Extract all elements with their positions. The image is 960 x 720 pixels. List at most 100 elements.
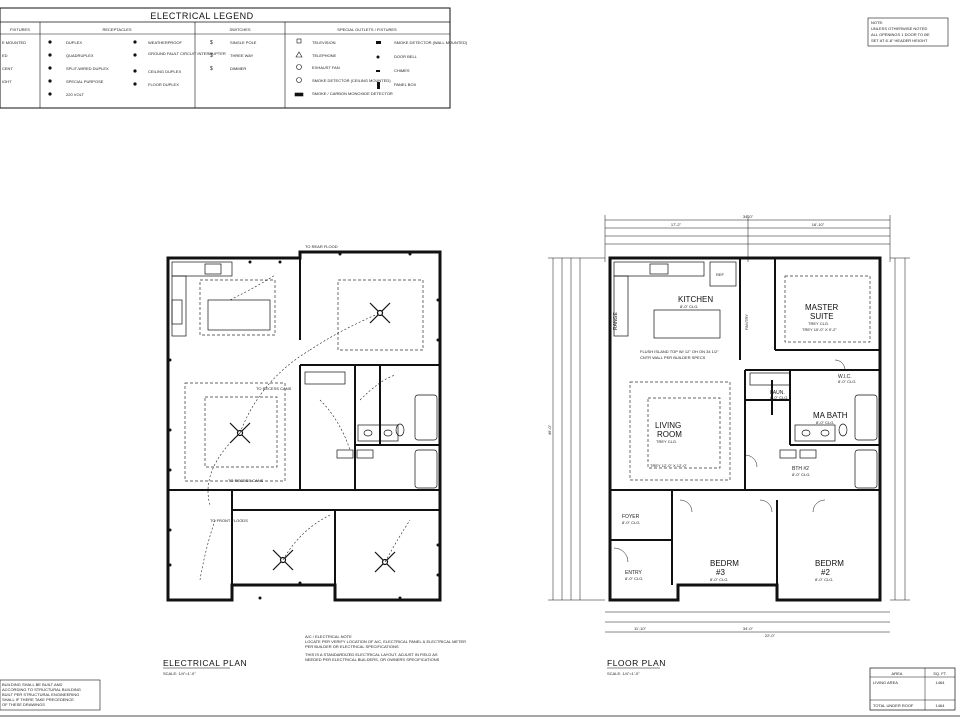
legend-special-4: SMOKE DETECTOR (CEILING MOUNTED) bbox=[312, 78, 391, 83]
elec-callout-recess-1: TO RECESS CANS bbox=[256, 386, 292, 391]
elec-callout-front-floods: TO FRONT FLOODS bbox=[210, 518, 248, 523]
legend-receptacle-9: FLOOR DUPLEX bbox=[148, 82, 179, 87]
legend-special-6: SMOKE DETECTOR (WALL MOUNTED) bbox=[394, 40, 468, 45]
legend-special-9: PANEL BOX bbox=[394, 82, 417, 87]
elec-notes-line1: LOCATE PER VERIFY LOCATION OF A/C, ELECT… bbox=[305, 639, 466, 644]
room-kitchen: KITCHEN bbox=[678, 295, 713, 304]
dim-right-top: 16'-10" bbox=[812, 222, 825, 227]
room-entry: ENTRY bbox=[625, 570, 643, 576]
legend-switch-3: DIMMER bbox=[230, 66, 246, 71]
dim-overall-width: 34'-0" bbox=[743, 214, 754, 219]
room-kitchen-clg: 8'-0" CLG. bbox=[680, 304, 698, 309]
room-living: LIVING bbox=[655, 421, 681, 430]
legend-special-5: SMOKE / CARBON MONOXIDE DETECTOR bbox=[312, 91, 393, 96]
floor-kitchen-counters bbox=[613, 261, 737, 339]
room-master-trey: TREY 10'-0" X 9'-2" bbox=[802, 327, 837, 332]
room-mabath: MA BATH bbox=[813, 411, 848, 420]
room-entry-clg: 8'-0" CLG. bbox=[625, 576, 643, 581]
area-row1-label: LIVING AREA bbox=[873, 680, 898, 685]
struct-note-5: OF THESE DRAWINGS bbox=[2, 702, 45, 707]
special-symbols-2 bbox=[376, 41, 381, 89]
elec-callout-recess-2: TO RECESS CANS bbox=[228, 478, 264, 483]
electrical-legend: ELECTRICAL LEGEND FIXTURES RECEPTACLES S… bbox=[0, 7, 468, 109]
floor-top-dimensions bbox=[604, 215, 891, 262]
room-bedrm2-num: #2 bbox=[821, 568, 830, 577]
legend-col-special: SPECIAL OUTLETS / FIXTURES bbox=[337, 27, 397, 32]
electrical-outlet-symbols bbox=[168, 252, 440, 600]
area-total-value: 1464 bbox=[936, 703, 946, 708]
room-wic: W.I.C. bbox=[838, 374, 852, 380]
electrical-bath-fixtures bbox=[304, 371, 438, 489]
legend-col-fixtures: FIXTURES bbox=[10, 27, 30, 32]
room-foyer-clg: 8'-0" CLG. bbox=[622, 520, 640, 525]
legend-receptacle-7: GROUND FAULT CIRCUIT INTERRUPTER bbox=[148, 51, 226, 56]
area-table: AREA SQ. FT. LIVING AREA 1464 TOTAL UNDE… bbox=[869, 667, 956, 711]
legend-receptacle-6: WEATHERPROOF bbox=[148, 40, 182, 45]
room-room: ROOM bbox=[657, 430, 682, 439]
legend-fixture-1: E MOUNTED bbox=[2, 40, 26, 45]
note-line-3: ALL OPENINGS 1 DOOR TO BE bbox=[871, 32, 930, 37]
elec-callout-rear-flood: TO REAR FLOOD bbox=[305, 244, 338, 249]
dim-left-top: 17'-2" bbox=[671, 222, 682, 227]
legend-special-8: CHIMES bbox=[394, 68, 410, 73]
room-master-clg: TREY CLG. bbox=[808, 321, 829, 326]
elec-notes-line2: PER BUILDER OR ELECTRICAL SPECIFICATIONS bbox=[305, 644, 399, 649]
legend-col-switches: SWITCHES bbox=[229, 27, 250, 32]
legend-receptacle-8: CEILING DUPLEX bbox=[148, 69, 181, 74]
room-bedrm3-num: #3 bbox=[716, 568, 725, 577]
struct-note-1: BUILDING SHALL BE BUILT AND bbox=[2, 682, 63, 687]
floor-plan-scale: SCALE: 1/4"=1'-0" bbox=[607, 671, 640, 676]
room-laun: LAUN. bbox=[770, 390, 785, 396]
legend-col-receptacles: RECEPTACLES bbox=[102, 27, 131, 32]
area-total-label: TOTAL UNDER ROOF bbox=[873, 703, 914, 708]
ceiling-outlines bbox=[184, 279, 424, 482]
legend-title: ELECTRICAL LEGEND bbox=[150, 11, 253, 21]
electrical-plan: TO REAR FLOOD TO RECESS CANS TO RECESS C… bbox=[163, 244, 466, 676]
elec-notes-line3: THIS IS A STANDARDIZED ELECTRICAL LAYOUT… bbox=[305, 652, 438, 657]
room-bth2: BTH #2 bbox=[792, 466, 809, 472]
legend-switch-2: THREE WAY bbox=[230, 53, 254, 58]
room-bedrm2: BEDRM bbox=[815, 559, 844, 568]
dim-bottom-total: 34'-0" bbox=[743, 626, 754, 631]
room-bth2-clg: 8'-0" CLG. bbox=[792, 472, 810, 477]
svg-text:$: $ bbox=[210, 66, 213, 72]
legend-fixture-2: ED bbox=[2, 53, 8, 58]
room-living-trey: TREY 12'-0" X 12'-0" bbox=[650, 463, 688, 468]
room-foyer: FOYER bbox=[622, 514, 640, 520]
svg-text:$: $ bbox=[210, 53, 213, 59]
area-col-area: AREA bbox=[892, 671, 903, 676]
floor-plan: 34'-0" 17'-2" 16'-10" 46'-0" bbox=[547, 214, 910, 676]
floor-trey-outlines bbox=[629, 275, 871, 481]
legend-fixture-3: CENT bbox=[2, 66, 13, 71]
dim-bottom-right: 22'-0" bbox=[765, 633, 776, 638]
room-mabath-clg: 8'-0" CLG. bbox=[816, 420, 834, 425]
note-line-2: UNLESS OTHERWISE NOTED bbox=[871, 26, 927, 31]
legend-switch-1: SINGLE POLE bbox=[230, 40, 257, 45]
electrical-plan-title: ELECTRICAL PLAN bbox=[163, 658, 247, 668]
receptacle-symbols-2 bbox=[133, 40, 137, 86]
svg-text:$: $ bbox=[210, 40, 213, 46]
floor-door-swings bbox=[613, 359, 846, 563]
legend-special-7: DOOR BELL bbox=[394, 54, 418, 59]
legend-receptacle-3: SPLIT-WIRED DUPLEX bbox=[66, 66, 109, 71]
dim-overall-depth: 46'-0" bbox=[547, 424, 552, 435]
elec-notes-title: A/C / ELECTRICAL NOTE bbox=[305, 634, 352, 639]
ceiling-fan-icons bbox=[229, 302, 396, 573]
electrical-plan-scale: SCALE: 1/4"=1'-0" bbox=[163, 671, 196, 676]
legend-receptacle-4: SPECIAL PURPOSE bbox=[66, 79, 104, 84]
elec-notes-line4: NEEDED PER ELECTRICAL BUILDERS, OR OWNER… bbox=[305, 657, 440, 662]
legend-receptacle-1: DUPLEX bbox=[66, 40, 82, 45]
area-col-sqft: SQ. FT. bbox=[933, 671, 947, 676]
area-row1-value: 1464 bbox=[936, 680, 946, 685]
label-ref: REF bbox=[716, 272, 725, 277]
electrical-interior-walls bbox=[168, 258, 440, 585]
floor-left-dimensions bbox=[548, 257, 605, 601]
struct-note-2: ACCORDING TO STRUCTURAL BUILDING bbox=[2, 687, 81, 692]
electrical-exterior-walls bbox=[166, 250, 442, 602]
room-bedrm3-clg: 8'-0" CLG. bbox=[710, 577, 728, 582]
legend-receptacle-2: QUADRUPLEX bbox=[66, 53, 94, 58]
room-suite: SUITE bbox=[810, 312, 834, 321]
struct-note-3: BUILT PER STRUCTURAL ENGINEERING bbox=[2, 692, 79, 697]
legend-receptacle-5: 220 VOLT bbox=[66, 92, 84, 97]
